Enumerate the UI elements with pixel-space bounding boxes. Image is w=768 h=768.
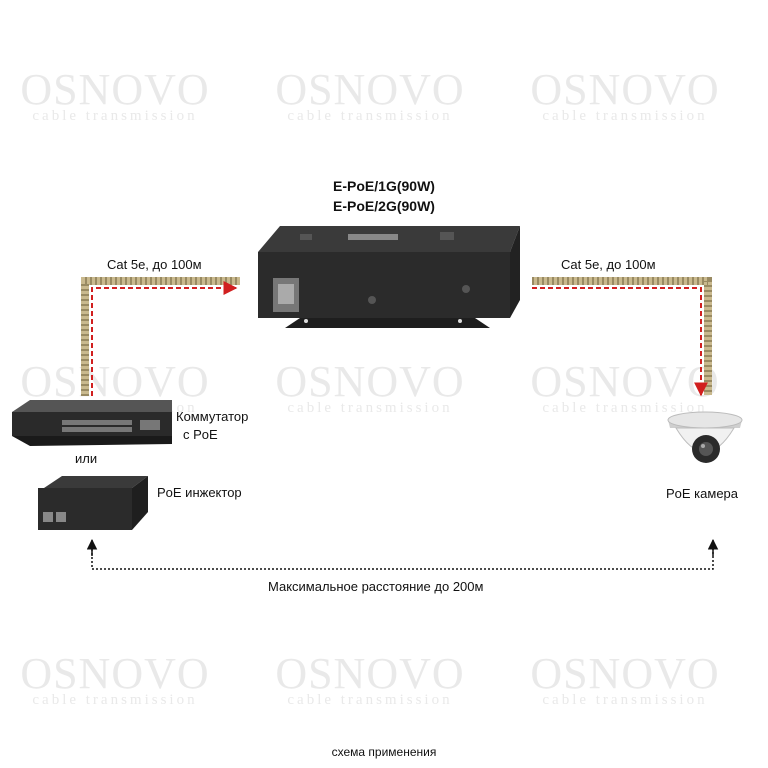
camera-label: PoE камера	[666, 486, 739, 501]
watermark-brand: OSNOVO	[275, 65, 465, 114]
watermark-tagline: cable transmission	[542, 108, 708, 124]
switch-label-line1: Коммутатор	[176, 409, 249, 424]
switch-label-line2: с PoE	[183, 427, 218, 442]
watermark-tagline: cable transmission	[542, 692, 708, 708]
poe-switch	[12, 400, 172, 446]
watermark-brand: OSNOVO	[275, 649, 465, 698]
watermark-tagline: cable transmission	[32, 108, 198, 124]
poe-injector	[38, 476, 148, 530]
watermark-brand: OSNOVO	[20, 65, 210, 114]
watermark-brand: OSNOVO	[20, 357, 210, 406]
or-label: или	[75, 451, 98, 466]
device-model-2: E-PoE/2G(90W)	[333, 198, 435, 214]
dome-camera	[667, 411, 743, 463]
right-cable	[532, 277, 712, 397]
watermark-tagline: cable transmission	[287, 108, 453, 124]
extender-device	[258, 226, 520, 328]
injector-label: PoE инжектор	[157, 485, 242, 500]
left-cable	[81, 277, 240, 396]
device-model-1: E-PoE/1G(90W)	[333, 178, 435, 194]
watermark-tagline: cable transmission	[287, 692, 453, 708]
watermark-brand: OSNOVO	[275, 357, 465, 406]
left-cable-label: Cat 5e, до 100м	[107, 257, 202, 272]
watermark-tagline: cable transmission	[32, 692, 198, 708]
right-cable-label: Cat 5e, до 100м	[561, 257, 656, 272]
left-data-line	[91, 281, 238, 396]
watermark-brand: OSNOVO	[530, 65, 720, 114]
right-data-line	[532, 287, 708, 397]
distance-label: Максимальное расстояние до 200м	[268, 579, 484, 594]
diagram-caption: схема применения	[331, 745, 437, 759]
watermark-brand: OSNOVO	[530, 357, 720, 406]
watermark-brand: OSNOVO	[530, 649, 720, 698]
watermark-tagline: cable transmission	[542, 400, 708, 416]
watermark-brand: OSNOVO	[20, 649, 210, 698]
distance-line	[86, 538, 719, 570]
watermark-tagline: cable transmission	[287, 400, 453, 416]
